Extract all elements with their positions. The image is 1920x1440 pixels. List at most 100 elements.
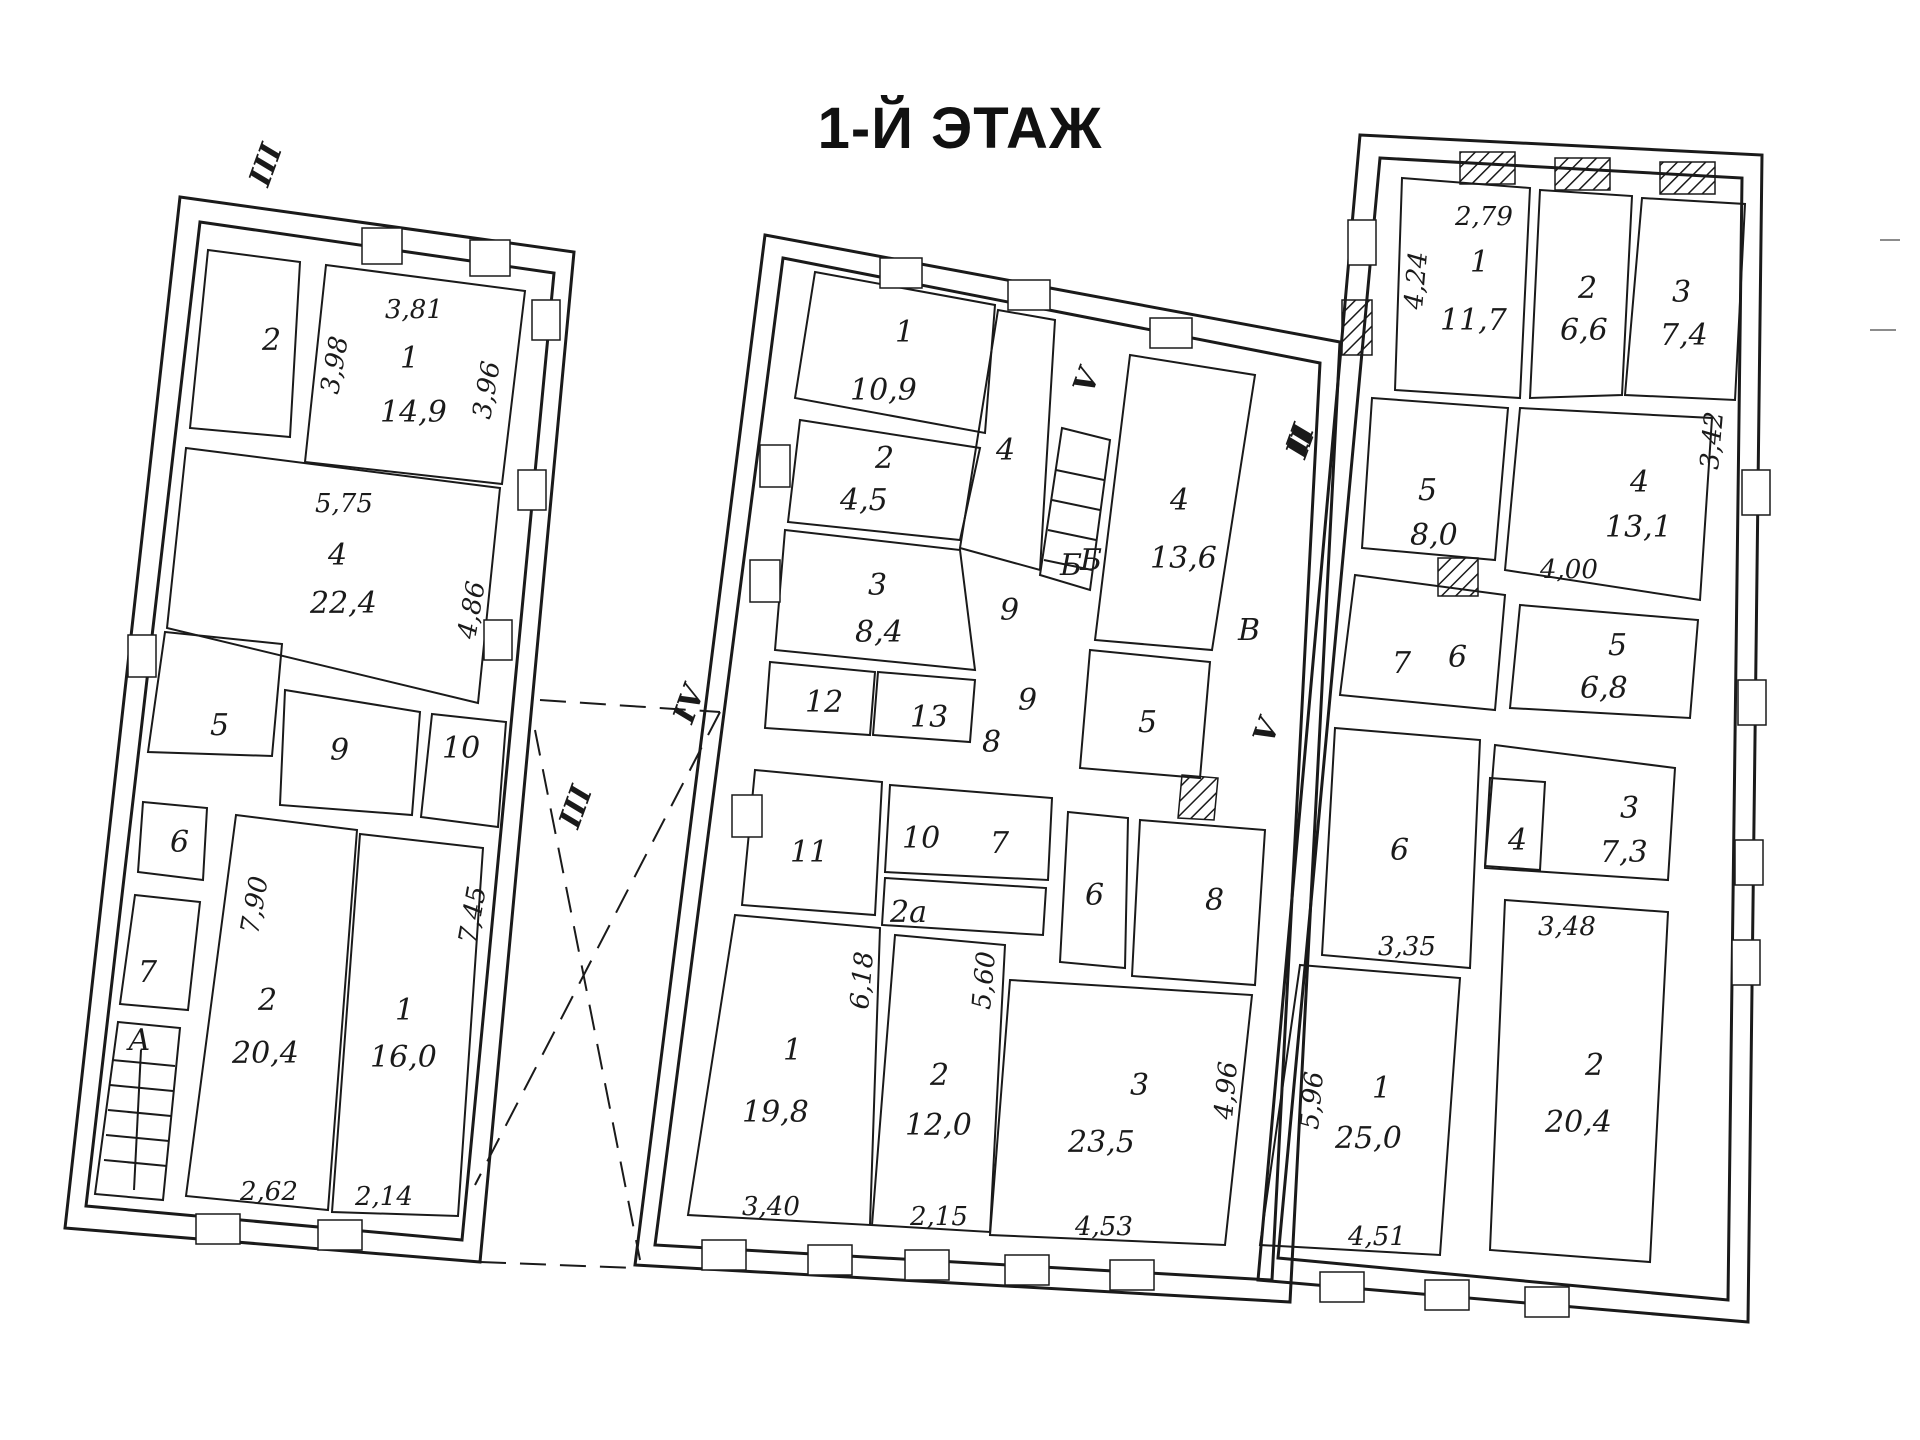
room-area: 10,9 (850, 373, 917, 408)
right-room-2 (1528, 188, 1634, 400)
left-room-10 (419, 712, 508, 829)
right-room-7-6 (1338, 573, 1507, 712)
right-room-6-large (1320, 726, 1482, 970)
room-area: 6,8 (1580, 671, 1628, 706)
room-number: 9 (330, 733, 349, 768)
dimension-label: 7,45 (453, 884, 493, 946)
room-area: 7,3 (1600, 835, 1648, 870)
room-number: 3 (1620, 791, 1639, 826)
room-area: 22,4 (309, 586, 377, 621)
room-number: 7 (990, 826, 1010, 861)
room-number: 1 (1470, 245, 1489, 280)
room-number: 3 (868, 568, 887, 603)
room-area: 8,0 (1410, 518, 1458, 553)
room-area: 25,0 (1334, 1121, 1402, 1156)
left-building-inner-wall (84, 220, 556, 1242)
middle-room-3-large (988, 978, 1254, 1247)
right-room-1-large (1258, 963, 1462, 1257)
middle-hatched-column (1177, 774, 1219, 821)
room-number: 2 (261, 323, 281, 358)
room-number: 9 (1000, 593, 1019, 628)
dimension-label: 4,00 (1539, 555, 1598, 585)
room-number: 9 (1018, 683, 1037, 718)
left-room-2-large (184, 813, 359, 1212)
left-room-4 (165, 446, 502, 705)
middle-room-4-large (1093, 353, 1257, 652)
middle-room-2a (880, 876, 1048, 937)
left-room-2 (188, 248, 302, 439)
middle-room-13 (871, 670, 977, 744)
right-building-inner-wall (1276, 156, 1744, 1302)
room-number: 8 (1205, 883, 1224, 918)
room-number: 5 (1608, 628, 1627, 663)
room-area: 16,0 (370, 1040, 437, 1075)
left-room-6 (136, 800, 209, 882)
dimension-label: 3,42 (1695, 410, 1730, 470)
dimension-label: 2,62 (239, 1177, 298, 1207)
dimension-label: 7,90 (235, 874, 275, 936)
room-number: Б (1079, 543, 1102, 578)
room-number: 5 (210, 708, 229, 743)
room-number: 4 (1169, 483, 1189, 518)
middle-room-8 (1130, 818, 1267, 987)
dimension-label: 4,24 (1399, 250, 1434, 311)
middle-room-2 (786, 418, 982, 542)
room-area: 13,6 (1150, 541, 1217, 576)
room-number: 2 (929, 1058, 949, 1093)
room-number: 6 (1448, 640, 1467, 675)
room-number: 13 (910, 700, 948, 735)
right-building-outer-wall (1256, 133, 1764, 1324)
room-area: 20,4 (1544, 1105, 1612, 1140)
right-room-labels: 1 11,7 2 6,6 3 7,4 5 8,0 4 13,1 7 6 5 6,… (1279, 202, 1730, 1252)
room-number: 6 (1085, 878, 1104, 913)
middle-building: 1 10,9 2 4,5 4 Б 3 8,4 9 12 13 9 8 11 10… (633, 233, 1342, 1304)
right-room-5 (1360, 396, 1510, 562)
room-area: 14,9 (380, 395, 447, 430)
section-mark: V (1247, 711, 1289, 747)
middle-building-outer-wall (633, 233, 1342, 1304)
right-room-2-large (1488, 898, 1670, 1264)
room-number: 1 (895, 315, 914, 350)
passage-dashed (474, 699, 721, 1269)
dimension-label: 3,98 (315, 334, 355, 396)
dimension-label: 5,75 (315, 489, 373, 519)
dimension-label: 3,40 (742, 1192, 800, 1222)
room-number: Б (1059, 548, 1082, 583)
left-stairs (93, 1020, 182, 1202)
room-area: 4,5 (839, 483, 888, 518)
left-stair-treads (103, 1049, 176, 1191)
room-area: 6,6 (1560, 313, 1608, 348)
room-number: 1 (395, 993, 414, 1028)
dimension-label: 2,15 (909, 1202, 968, 1232)
dimension-label: 5,60 (967, 950, 1002, 1010)
left-room-1 (303, 263, 527, 486)
room-number: 2 (1577, 271, 1597, 306)
dimension-label: 2,79 (1454, 202, 1513, 232)
left-room-9 (278, 688, 422, 817)
dimension-label: 3,81 (385, 295, 443, 325)
room-area: 13,1 (1605, 510, 1672, 545)
room-number: 2 (257, 983, 277, 1018)
middle-windows (701, 257, 1193, 1291)
middle-room-11 (740, 768, 884, 917)
room-area: 8,4 (855, 615, 903, 650)
right-hatched-blocks (1341, 151, 1716, 597)
middle-room-10-7 (883, 783, 1054, 882)
room-area: 12,0 (905, 1108, 972, 1143)
left-windows (127, 227, 561, 1251)
left-room-1-large (330, 832, 485, 1218)
dimension-label: 6,18 (845, 950, 880, 1010)
middle-room-1 (793, 270, 997, 435)
section-mark: III (552, 780, 600, 833)
middle-stair-b (1038, 426, 1112, 592)
room-number: 3 (1130, 1068, 1149, 1103)
section-mark: III (242, 138, 290, 191)
room-number: 7 (1392, 646, 1412, 681)
section-mark: IV (666, 678, 713, 729)
room-number: В (1237, 613, 1260, 648)
right-room-3 (1623, 196, 1747, 402)
room-number: 5 (1138, 705, 1157, 740)
dimension-label: 4,53 (1074, 1212, 1133, 1242)
room-number: 4 (1629, 465, 1649, 500)
